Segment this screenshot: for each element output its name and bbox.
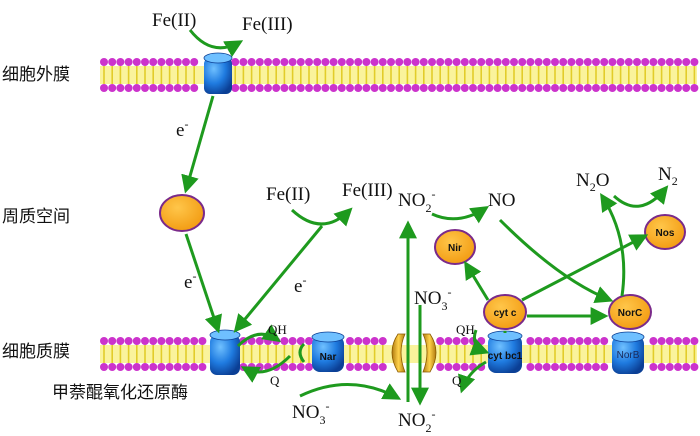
- fe-oxidation-arrow-mid: [290, 207, 353, 227]
- nitrite-reduction-arrow: [431, 206, 490, 224]
- nos-protein: Nos: [644, 214, 686, 250]
- nitrate-reduction-arrow: [299, 383, 402, 400]
- fe3-mid-label: Fe(III): [342, 180, 393, 201]
- n2o-to-n2-arrow: [612, 185, 669, 208]
- periplasmic-cytochrome: [159, 194, 205, 232]
- no-label: NO: [488, 190, 515, 211]
- inner-membrane: [100, 337, 699, 371]
- menaquinone-oxidoreductase: [209, 329, 241, 375]
- norc-to-n2o-arrow: [600, 192, 626, 297]
- nitrate-bottom-label: NO3-: [292, 399, 329, 427]
- no-to-norc-arrow: [498, 218, 614, 304]
- nitrite-top-label: NO2-: [398, 187, 435, 215]
- enzyme-label: 甲萘醌氧化还原酶: [52, 383, 188, 403]
- nitrite-bottom-label: NO2-: [398, 407, 435, 435]
- q-arrow-left: [240, 354, 292, 383]
- electron-label-1: e-: [176, 117, 188, 141]
- nir-protein: Nir: [434, 229, 476, 265]
- nitrate-mid-label: NO3-: [414, 285, 451, 313]
- fe2-top-label: Fe(II): [152, 10, 196, 31]
- cytc-label: cyt c: [494, 308, 517, 319]
- cytc-to-nos-arrow: [521, 234, 649, 302]
- norb-protein: NorB: [611, 331, 645, 374]
- q-left-label: Q: [270, 373, 280, 388]
- fe-oxidation-arrow-top: [188, 29, 244, 57]
- nar-protein: Nar: [311, 331, 345, 372]
- electron-arrow-2: [184, 233, 222, 334]
- periplasm-label: 周质空间: [2, 207, 70, 227]
- electron-arrow-3: [233, 225, 324, 333]
- qh-right-label: QH: [456, 322, 475, 337]
- cyt-bc1-protein: cyt bc1: [487, 330, 523, 373]
- nar-label: Nar: [320, 352, 337, 363]
- norb-label: NorB: [617, 350, 640, 361]
- n2o-label: N2O: [576, 170, 609, 194]
- nos-label: Nos: [656, 228, 675, 239]
- nir-label: Nir: [448, 243, 462, 254]
- norc-protein: NorC: [608, 294, 652, 330]
- n2-label: N2: [658, 164, 678, 188]
- outer-membrane: [100, 58, 699, 92]
- q-right-label: Q: [452, 373, 462, 388]
- q-arrow-right: [458, 360, 487, 394]
- electron-arrow-1: [181, 95, 215, 194]
- electron-label-3: e-: [294, 273, 306, 297]
- inner-membrane-label: 细胞质膜: [2, 342, 70, 362]
- outer-membrane-label: 细胞外膜: [2, 65, 70, 85]
- qh-left-label: QH: [268, 322, 287, 337]
- cytc-protein: cyt c: [483, 294, 527, 330]
- electron-label-2: e-: [184, 269, 196, 293]
- fe2-mid-label: Fe(II): [266, 184, 310, 205]
- norc-label: NorC: [618, 308, 642, 319]
- nar-loop: [298, 342, 306, 363]
- cyt-bc1-label: cyt bc1: [488, 351, 523, 362]
- outer-membrane-protein: [203, 52, 233, 94]
- arrows: [181, 29, 669, 406]
- cytc-to-nir-arrow: [464, 260, 490, 301]
- nitrate-channel: [391, 333, 437, 373]
- qh-arrow-left: [236, 324, 281, 348]
- qh-arrow-right: [469, 329, 490, 356]
- fe3-top-label: Fe(III): [242, 14, 293, 35]
